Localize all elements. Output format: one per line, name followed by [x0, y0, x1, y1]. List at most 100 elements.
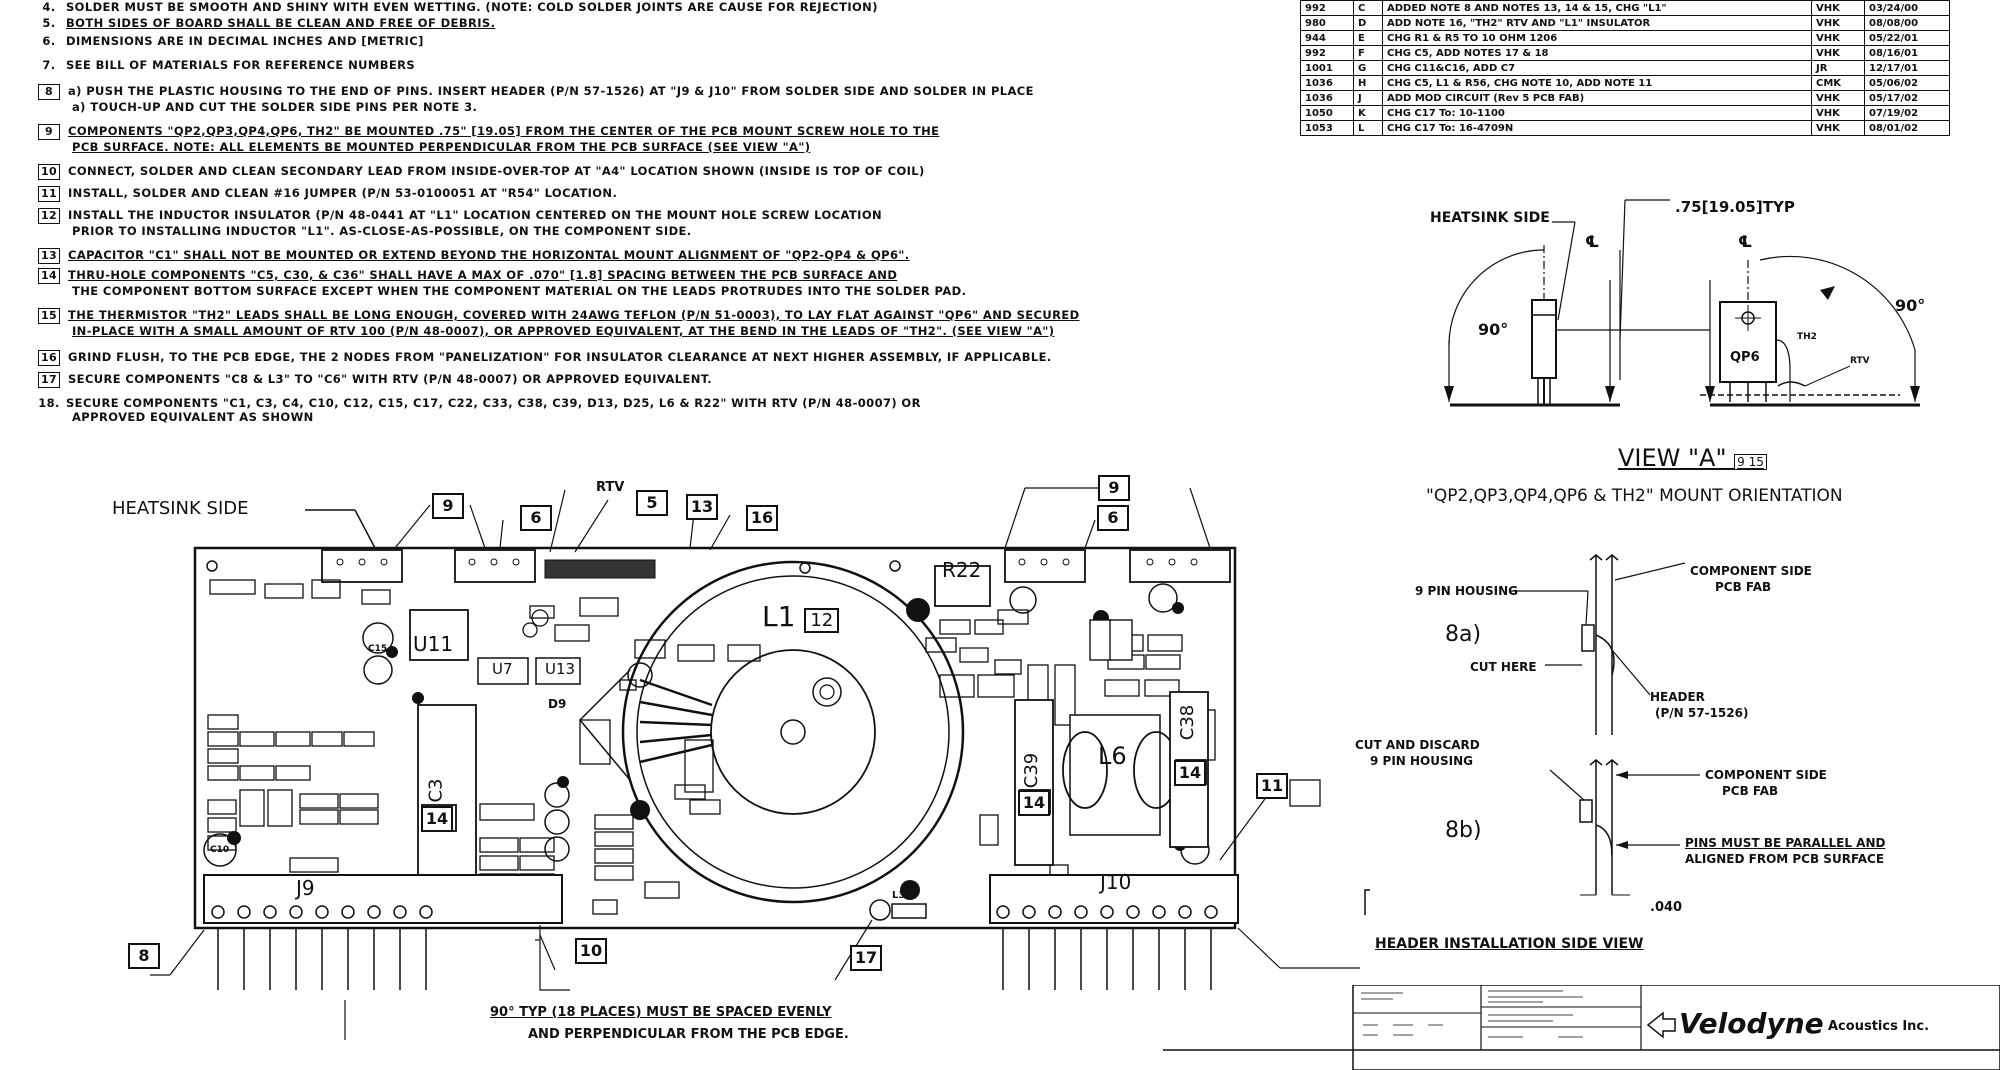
callout-9-right: 9 [1098, 475, 1130, 501]
company-logo-text: Velodyne [1679, 1007, 1824, 1040]
revision-cell: CHG R1 & R5 TO 10 OHM 1206 [1382, 30, 1812, 46]
pin-housing-label: 9 PIN HOUSING [1415, 584, 1518, 598]
centerline-2: ℄ [1738, 232, 1753, 251]
l6-label: L6 [1098, 742, 1127, 770]
revision-cell: 07/19/02 [1864, 105, 1950, 121]
view-a-subtitle: "QP2,QP3,QP4,QP6 & TH2" MOUNT ORIENTATIO… [1426, 486, 1843, 506]
revision-cell: F [1353, 45, 1383, 61]
callout-8: 8 [128, 943, 160, 969]
callout-9-left: 9 [432, 493, 464, 519]
pin-spacing-note-1: 90° TYP (18 PLACES) MUST BE SPACED EVENL… [490, 1005, 832, 1020]
j10-pin [1204, 905, 1218, 919]
l1-toroid-inner [710, 649, 876, 815]
parallel-note-2: ALIGNED FROM PCB SURFACE [1685, 852, 1885, 866]
revision-cell: CHG C17 To: 16-4709N [1382, 120, 1812, 136]
revision-cell: ADDED NOTE 8 AND NOTES 13, 14 & 15, CHG … [1382, 0, 1812, 16]
j10-label: J10 [1100, 870, 1132, 894]
l1-label: L1 12 [762, 600, 840, 633]
qp6-label: QP6 [1730, 350, 1760, 365]
c38-callout-14: 14 [1174, 760, 1206, 786]
revision-cell: 05/17/02 [1864, 90, 1950, 106]
note-4: 4.SOLDER MUST BE SMOOTH AND SHINY WITH E… [42, 0, 878, 14]
pcb-board-drawing [150, 487, 1360, 1040]
c15-label: C15 [368, 644, 388, 654]
revision-cell: 944 [1300, 30, 1354, 46]
revision-cell: VHK [1811, 105, 1865, 121]
note-18: 18.SECURE COMPONENTS "C1, C3, C4, C10, C… [38, 396, 921, 424]
revision-cell: VHK [1811, 30, 1865, 46]
view-a-heatsink-label: HEATSINK SIDE [1430, 210, 1550, 226]
revision-cell: 980 [1300, 15, 1354, 31]
c39-label: C39 [1021, 752, 1043, 789]
revision-cell: JR [1811, 60, 1865, 76]
revision-cell: CHG C5, ADD NOTES 17 & 18 [1382, 45, 1812, 61]
j9-pin [289, 905, 303, 919]
j10-pin [1022, 905, 1036, 919]
c38-label: C38 [1177, 704, 1199, 741]
rtv-label-view-a: RTV [1850, 356, 1870, 366]
revision-cell: VHK [1811, 15, 1865, 31]
revision-cell: 992 [1300, 45, 1354, 61]
header-label: HEADER [1650, 690, 1705, 704]
title-block: Velodyne Acoustics Inc. [1163, 985, 2000, 1070]
callout-17: 17 [850, 945, 882, 971]
revision-cell: H [1353, 75, 1383, 91]
cut-here-label: CUT HERE [1470, 660, 1537, 674]
pin-spacing-note-2: AND PERPENDICULAR FROM THE PCB EDGE. [528, 1027, 849, 1042]
j9-pin [393, 905, 407, 919]
j10-pin [1100, 905, 1114, 919]
company-suffix: Acoustics Inc. [1828, 1019, 1930, 1034]
j10-pin [1074, 905, 1088, 919]
revision-cell: 05/06/02 [1864, 75, 1950, 91]
pcb-outline [193, 546, 1237, 930]
view-a-dimension: .75[19.05]TYP [1675, 198, 1795, 216]
j9-pins [211, 905, 433, 990]
j10-pin [996, 905, 1010, 919]
callout-6-left: 6 [520, 505, 552, 531]
d9-label: D9 [548, 697, 567, 711]
u7-label: U7 [492, 660, 513, 678]
board-heatsink-side-label: HEATSINK SIDE [112, 498, 249, 519]
revision-cell: ADD NOTE 16, "TH2" RTV AND "L1" INSULATO… [1382, 15, 1812, 31]
j10-pin [1178, 905, 1192, 919]
header-part-number: (P/N 57-1526) [1655, 706, 1749, 720]
header-view-title: HEADER INSTALLATION SIDE VIEW [1375, 936, 1644, 952]
revision-cell: 992 [1300, 0, 1354, 16]
revision-cell: ADD MOD CIRCUIT (Rev 5 PCB FAB) [1382, 90, 1812, 106]
j9-pin [211, 905, 225, 919]
j9-pin [419, 905, 433, 919]
u11-label: U11 [413, 632, 454, 656]
j9-pin [367, 905, 381, 919]
revision-cell: VHK [1811, 45, 1865, 61]
revision-cell: D [1353, 15, 1383, 31]
callout-6-right: 6 [1097, 505, 1129, 531]
callout-11: 11 [1256, 773, 1288, 799]
th2-label: TH2 [1797, 332, 1817, 342]
revision-cell: K [1353, 105, 1383, 121]
c3-callout-14: 14 [421, 806, 453, 832]
pcb-fab-a: PCB FAB [1715, 580, 1772, 594]
revision-cell: 1050 [1300, 105, 1354, 121]
j9-pin [263, 905, 277, 919]
l3-label: L3 [892, 890, 906, 901]
revision-cell: L [1353, 120, 1383, 136]
revision-cell: VHK [1811, 90, 1865, 106]
j10-pins [996, 905, 1218, 990]
view-a-drawing [1444, 199, 1920, 407]
board-rtv-label: RTV [596, 480, 625, 495]
revision-cell: 08/16/01 [1864, 45, 1950, 61]
pcb-fab-b: PCB FAB [1722, 784, 1779, 798]
note-6: 6.DIMENSIONS ARE IN DECIMAL INCHES AND [… [42, 34, 424, 48]
